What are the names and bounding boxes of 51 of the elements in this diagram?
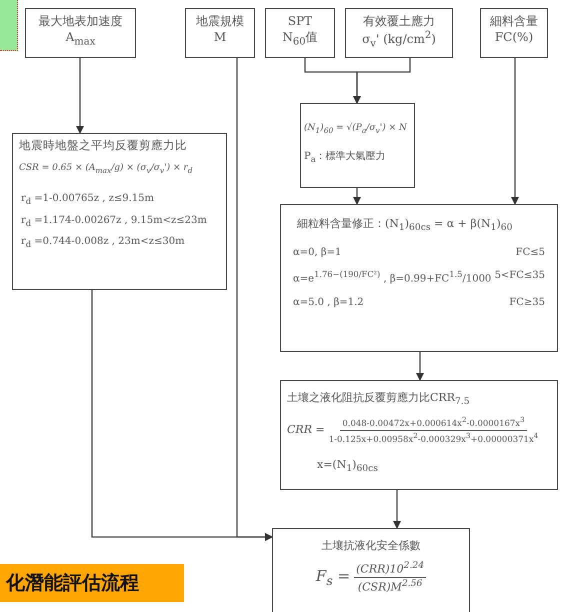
formula: x=(N$_{1}$)$_{60cs}$	[317, 458, 378, 476]
formula-numerator: (CRR)10$^{2.24}$	[354, 560, 426, 578]
formula: CRR =	[287, 422, 325, 438]
formula-denominator: (CSR)M$^{2.56}$	[358, 578, 422, 596]
result-box	[272, 528, 470, 612]
symbol-label: σ$_{v}$' (kg/cm$^{2}$)	[362, 29, 436, 52]
formula-box	[300, 103, 415, 188]
box-title: 地震規模	[196, 13, 244, 30]
condition-label: FC≤5	[516, 246, 545, 260]
input-box	[265, 8, 335, 58]
arrow	[236, 58, 273, 541]
condition-label: 5<FC≤35	[494, 269, 545, 284]
box-title: SPT	[288, 13, 312, 30]
box-title: 細料含量	[490, 13, 538, 30]
formula: α=5.0 , β=1.2	[293, 296, 364, 310]
formula-box	[280, 380, 558, 490]
formula-numerator: 0.048-0.00472x+0.000614x$^{2}$-0.0000167x$^{3}$	[340, 414, 527, 431]
input-box	[345, 8, 453, 58]
arrow	[76, 58, 84, 134]
formula: (N$_{1}$)$_{60}$ = √(P$_{a}$/σ$_{v}$') × N	[304, 122, 407, 136]
formula: F$_{s}$ =	[316, 566, 350, 590]
box-title: 土壤之液化阻抗反覆剪應力比CRR$_{7.5}$	[287, 391, 470, 409]
symbol-label: N$_{60}$值	[282, 29, 318, 50]
arrow	[416, 352, 424, 381]
symbol-label: A$_{max}$	[66, 29, 96, 50]
arrow	[353, 58, 411, 104]
box-title: 地震時地盤之平均反覆剪應力比	[19, 138, 187, 154]
box-title: 最大地表加速度	[38, 13, 122, 30]
formula-note: P$_{a}$：標準大氣壓力	[304, 150, 386, 166]
formula-box	[12, 133, 227, 290]
condition-label: FC≥35	[509, 296, 545, 310]
formula: r$_{d}$ =0.744-0.008z , 23m<z≤30m	[21, 234, 185, 250]
formula-denominator: 1-0.125x+0.00958x$^{2}$-0.000329x$^{3}$+0.00000371x$^{4}$	[328, 430, 538, 446]
input-box	[185, 8, 255, 58]
title-banner: 化潛能評估流程	[0, 564, 184, 602]
arrow	[353, 188, 361, 205]
formula: r$_{d}$ =1.174-0.00267z , 9.15m<z≤23m	[21, 214, 207, 229]
formula: r$_{d}$ =1-0.00765z , z≤9.15m	[21, 192, 154, 208]
arrow	[511, 58, 519, 205]
input-box	[25, 8, 136, 58]
box-title: 土壤抗液化安全係數	[322, 539, 420, 554]
arrow	[393, 490, 401, 529]
formula-box	[280, 204, 558, 352]
symbol-label: M	[214, 29, 226, 46]
formula: CSR = 0.65 × (A$_{max}$/g) × (σ$_{v}$/σ$_{v}$') × r$_{d}$	[19, 162, 193, 176]
symbol-label: FC(%)	[494, 29, 534, 46]
box-title: 有效覆土應力	[363, 13, 435, 30]
formula: α=0, β=1	[293, 246, 342, 260]
formula: α=e$^{1.76−(190/FC²)}$ , β=0.99+FC$^{1.5}$/1000	[293, 269, 492, 286]
box-title: 細粒料含量修正：(N$_{1}$)$_{60cs}$ = α + β(N$_{1}$)$_{60}$	[297, 217, 514, 235]
input-box	[480, 8, 548, 58]
